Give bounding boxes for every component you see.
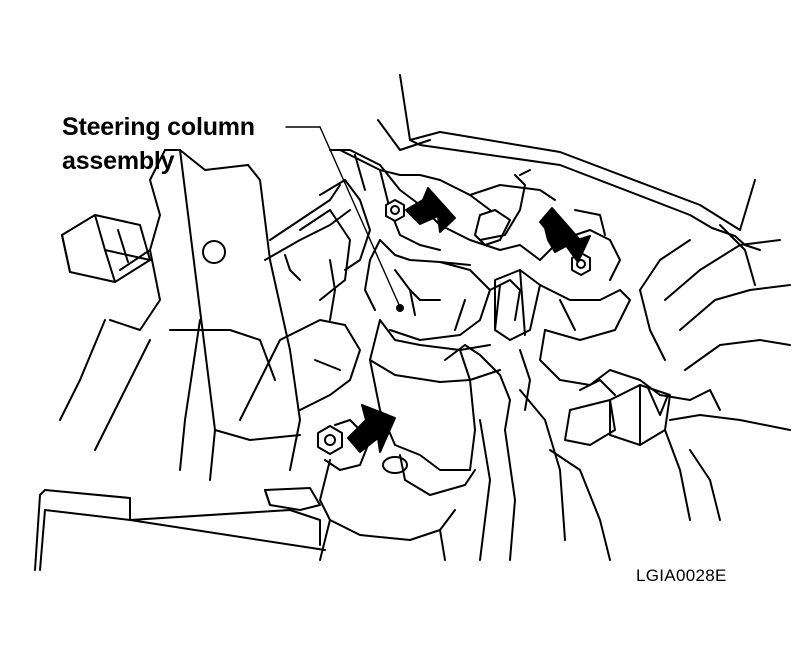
arrow-icon	[405, 187, 456, 233]
dashboard-panel	[377, 74, 761, 251]
upper-left-harness	[264, 184, 351, 321]
right-connector	[564, 379, 721, 446]
figure-code: LGIA0028E	[636, 566, 727, 585]
callout-label: Steering column assembly	[62, 110, 255, 178]
arrow-icon	[539, 207, 591, 263]
left-connector	[61, 214, 151, 283]
callout-label-line1: Steering column	[62, 113, 255, 141]
left-bracket	[59, 149, 301, 481]
callout-leader	[285, 126, 404, 312]
right-harness	[639, 224, 791, 521]
knee-panel	[34, 487, 326, 571]
column-body	[239, 149, 541, 561]
upper-bracket	[339, 149, 556, 341]
hex-bolt-icon	[317, 425, 343, 455]
hex-bolt-icon	[385, 199, 405, 222]
arrow-icon	[347, 404, 396, 453]
lower-rods	[454, 299, 611, 561]
callout-label-line2: assembly	[62, 147, 175, 175]
